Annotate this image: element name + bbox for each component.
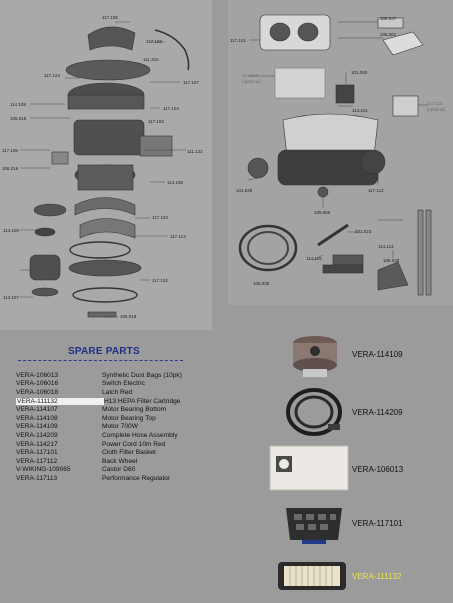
hepa-filter-icon <box>276 558 348 594</box>
diagram-label: 117.103 <box>152 215 168 220</box>
diagram-label: 106.035 <box>253 281 270 286</box>
part-description: Castor D60 <box>102 466 136 474</box>
diagram-label: 111.132 <box>187 149 203 154</box>
part-code: VERA-114109 <box>16 423 58 431</box>
diagram-label: 117.106 <box>2 148 18 153</box>
list-item: V-WIKING-109065 Castor D60 <box>16 466 216 475</box>
motor-head-diagram-drawing: 117.105 117.108 111.310 117.124 117.107 … <box>2 15 203 319</box>
diagram-label: 114.114 <box>378 244 394 249</box>
list-item: VERA-114107 Motor Bearing Bottom <box>16 405 216 414</box>
part-code: VERA-114107 <box>16 406 58 414</box>
part-code-highlighted: VERA-111132 <box>16 397 104 405</box>
list-item: VERA-114108 Motor Bearing Top <box>16 414 216 423</box>
diagram-label: 117.112 <box>368 188 384 193</box>
diagram-label: 106.018 <box>120 314 137 319</box>
diagram-label: 114.109 <box>3 228 19 233</box>
diagram-label: 101.029 <box>236 188 253 193</box>
part-code: VERA-114217 <box>16 440 58 448</box>
part-description: Motor Bearing Top <box>102 414 156 422</box>
list-item: VERA-117113 Performance Regulator <box>16 474 216 483</box>
diagram-label: 117.124 <box>44 73 60 78</box>
thumbnail-label-highlighted: VERA-111132 <box>352 572 402 581</box>
diagram-label: 106.029 <box>383 258 400 263</box>
diagram-label: 117.104 <box>163 106 179 111</box>
list-item: VERA-106016 Switch Electric <box>16 380 216 389</box>
diagram-label: 117.105 <box>102 15 118 20</box>
diagram-label: 106.965 <box>314 210 331 215</box>
diagram-label: 117.102 <box>152 278 168 283</box>
thumbnail-label: VERA-106013 <box>352 465 404 474</box>
part-code: VERA-114108 <box>16 414 58 422</box>
list-item: VERA-106018 Latch Red <box>16 388 216 397</box>
part-code: VERA-106018 <box>16 388 59 396</box>
diagram-label: 114.115 <box>306 256 322 261</box>
list-item: VERA-117101 Cloth Filter Basket <box>16 448 216 457</box>
diagram-label: 117.107 <box>183 80 199 85</box>
part-code: VERA-106013 <box>16 371 59 379</box>
diagram-note: (optional) <box>242 79 261 84</box>
part-description: Motor 700W <box>102 423 138 431</box>
part-description: Power Cord 10m Red <box>102 440 166 448</box>
part-description: Back Wheel <box>102 457 138 465</box>
part-description: Switch Electric <box>102 380 145 388</box>
diagram-label: 114.108 <box>167 180 183 185</box>
spare-parts-title: SPARE PARTS <box>68 346 140 357</box>
part-code: VERA-117112 <box>16 457 58 465</box>
diagram-label: 114.101 <box>352 108 368 113</box>
diagram-label: 101.023 <box>355 229 372 234</box>
part-description: Motor Bearing Bottom <box>102 406 167 414</box>
diagram-label: 106.018 <box>10 116 27 121</box>
list-item: VERA-114209 Complete Hose Assembly <box>16 431 216 440</box>
list-item: VERA-106013 Synthetic Dust Bags (10pk) <box>16 371 216 380</box>
diagram-label: 117.101 <box>230 38 246 43</box>
thumbnail-label: VERA-114109 <box>352 350 403 359</box>
tank-diagram-drawing: 117.101 106.047 106.061 117.117 (optiona… <box>230 14 446 296</box>
part-description: Latch Red <box>102 388 133 396</box>
part-code: VERA-106016 <box>16 380 59 388</box>
motor-icon <box>286 333 344 381</box>
list-item: VERA-114109 Motor 700W <box>16 423 216 432</box>
diagram-label: 117.118 <box>427 101 443 106</box>
diagram-label: 106.061 <box>380 32 397 37</box>
part-description: Cloth Filter Basket <box>102 449 156 457</box>
part-code: V-WIKING-109065 <box>16 466 71 474</box>
part-description: H13 HEPA Filter Cartridge <box>104 397 181 405</box>
part-description: Complete Hose Assembly <box>102 431 178 439</box>
title-divider <box>18 360 183 361</box>
diagram-label: 114.107 <box>3 295 19 300</box>
exploded-diagram-motor-head: 117.105 117.108 111.310 117.124 117.107 … <box>0 0 212 330</box>
diagram-label: 111.310 <box>143 57 159 62</box>
thumbnail-label: VERA-114209 <box>352 408 403 417</box>
diagram-label: 114.109 <box>10 102 26 107</box>
diagram-label: 106.016 <box>2 166 19 171</box>
part-code: VERA-114209 <box>16 431 58 439</box>
list-item: VERA-117112 Back Wheel <box>16 457 216 466</box>
spare-parts-list: VERA-106013 Synthetic Dust Bags (10pk) VE… <box>16 371 216 483</box>
thumbnail-label: VERA-117101 <box>352 519 403 528</box>
hose-icon <box>284 384 344 440</box>
dust-bag-icon <box>268 444 350 492</box>
diagram-label: 117.103 <box>148 119 164 124</box>
diagram-label: 117.113 <box>170 234 186 239</box>
part-code: VERA-117113 <box>16 474 58 482</box>
diagram-label: 117.117 <box>242 73 258 78</box>
list-item: VERA-114217 Power Cord 10m Red <box>16 440 216 449</box>
diagram-label: 106.047 <box>380 16 397 21</box>
part-description: Performance Regulator <box>102 474 171 482</box>
diagram-label: 117.108 <box>146 39 162 44</box>
filter-basket-icon <box>282 500 346 546</box>
exploded-diagram-tank-accessories: 117.101 106.047 106.061 117.117 (optiona… <box>228 0 453 305</box>
part-code: VERA-117101 <box>16 449 58 457</box>
diagram-label: 101.093 <box>351 70 368 75</box>
part-description: Synthetic Dust Bags (10pk) <box>102 371 182 379</box>
diagram-note: (optional) <box>427 107 446 112</box>
